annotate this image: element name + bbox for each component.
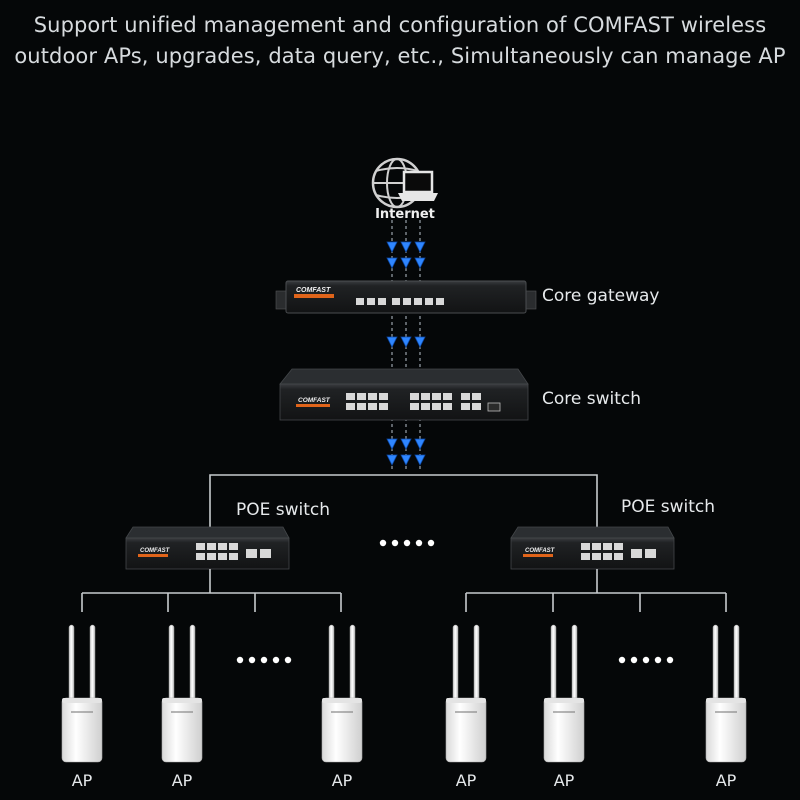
ap-label-right-3: AP [715,771,737,790]
poe-switch-right-brand: COMFAST [525,548,556,554]
core-switch-device: COMFAST [279,368,529,421]
ap-label-left-1: AP [71,771,93,790]
poe-switch-left-device: COMFAST [125,526,290,570]
poe-switch-right-device: COMFAST [510,526,675,570]
arrows-gateway-to-switch [386,336,426,348]
outdoor-ap-5 [543,624,585,763]
core-gateway-device: COMFAST [275,280,537,314]
core-switch-brand: COMFAST [298,397,331,404]
laptop-icon [398,170,438,201]
arrows-switch-to-poe [386,438,426,466]
poe-ellipsis [379,539,435,547]
poe-switch-right-label: POE switch [621,497,716,517]
distribution-lines [209,474,598,528]
ap-label-right-1: AP [455,771,477,790]
ap-ellipsis-right [618,656,674,664]
poe-switch-left-label: POE switch [236,500,331,520]
ap-label-left-2: AP [171,771,193,790]
core-gateway-brand: COMFAST [296,287,331,294]
outdoor-ap-3 [321,624,363,763]
ap-label-left-3: AP [331,771,353,790]
outdoor-ap-6 [705,624,747,763]
ap-devices [61,624,747,763]
core-switch-label: Core switch [542,389,642,409]
ap-lines-right [465,569,727,612]
ap-lines-left [81,569,342,612]
ap-label-right-2: AP [553,771,575,790]
core-gateway-label: Core gateway [542,286,660,306]
headline-line-1: Support unified management and configura… [33,13,767,37]
internet-label: Internet [375,207,435,222]
poe-switch-left-brand: COMFAST [140,548,171,554]
outdoor-ap-1 [61,624,103,763]
headline-line-2: outdoor APs, upgrades, data query, etc.,… [14,44,786,68]
headline: Support unified management and configura… [0,10,800,72]
outdoor-ap-4 [445,624,487,763]
ap-ellipsis-left [236,656,292,664]
outdoor-ap-2 [161,624,203,763]
arrows-internet-to-gateway [386,241,426,269]
